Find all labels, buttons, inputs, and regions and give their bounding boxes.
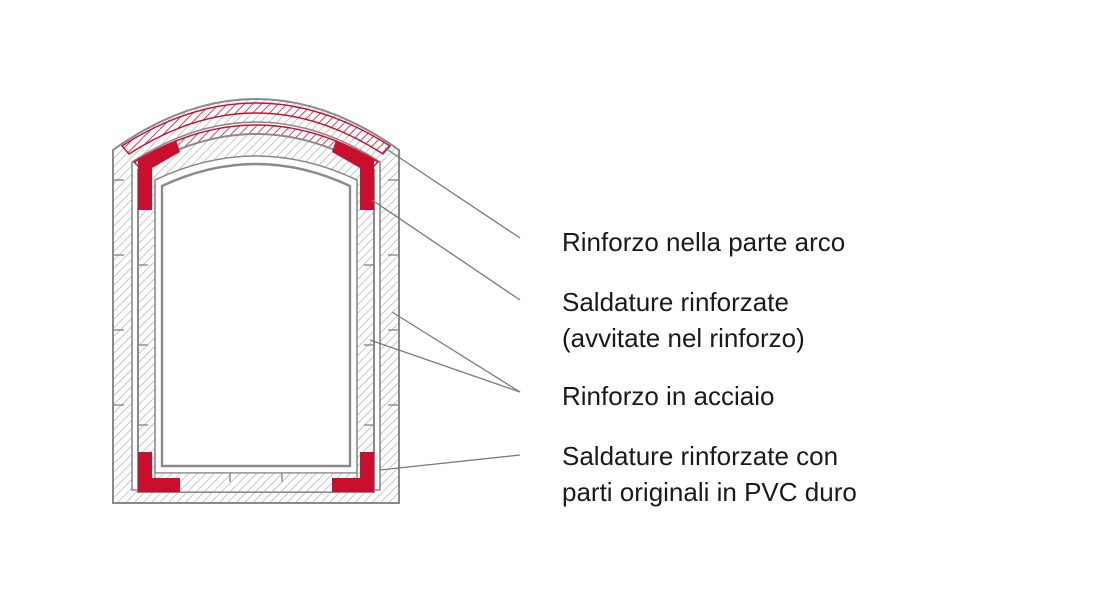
label-line: Rinforzo in acciaio <box>562 381 775 411</box>
label-line: (avvitate nel rinforzo) <box>562 323 805 353</box>
label-line: Rinforzo nella parte arco <box>562 227 846 257</box>
leader-lines <box>369 147 521 471</box>
label-line: Saldature rinforzate con <box>562 441 839 471</box>
frame-ticks <box>113 179 399 482</box>
label-welds-pvc: Saldature rinforzate con parti originali… <box>562 438 857 510</box>
sash <box>137 133 375 493</box>
label-arch-reinforcement: Rinforzo nella parte arco <box>562 224 845 260</box>
label-steel-reinforcement: Rinforzo in acciaio <box>562 378 774 414</box>
sash-bottom-rail <box>154 472 358 493</box>
label-line: parti originali in PVC duro <box>562 477 857 507</box>
label-reinforced-welds: Saldature rinforzate (avvitate nel rinfo… <box>562 284 805 356</box>
label-line: Saldature rinforzate <box>562 287 789 317</box>
reinforced-welds <box>138 140 374 492</box>
